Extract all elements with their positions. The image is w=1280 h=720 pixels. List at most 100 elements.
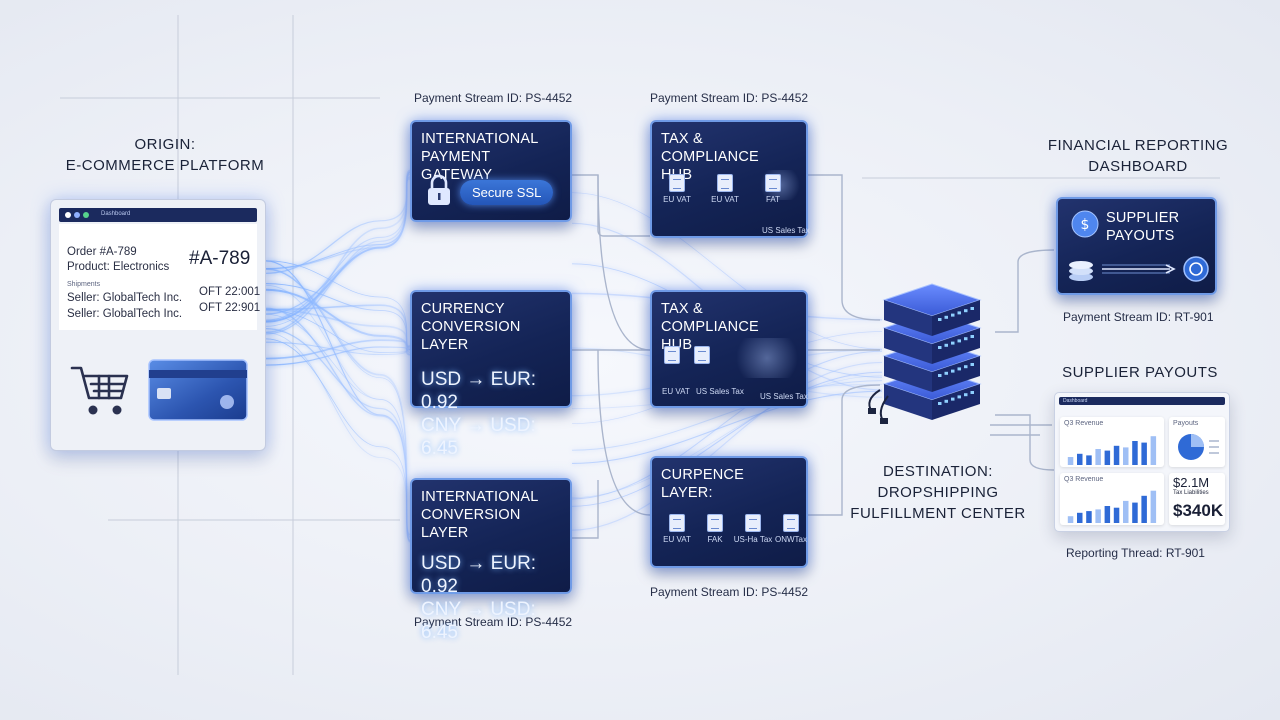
shopping-cart-icon — [70, 366, 129, 415]
node-title-line2: CONVERSION LAYER — [421, 507, 521, 541]
node-currency-conversion[interactable]: CURRENCY CONVERSION LAYER USD → EUR: 0.9… — [410, 290, 572, 459]
order-product: Product: Electronics — [67, 261, 170, 273]
node-title-line2: PAYMENT GATEWAY — [421, 149, 493, 183]
destination-heading: DESTINATION: DROPSHIPPING FULFILLMENT CE… — [848, 461, 1028, 524]
tax-doc-label: EU VAT — [663, 535, 691, 544]
arrow-right-icon — [1102, 264, 1176, 274]
stream-line — [265, 338, 411, 537]
refresh-icon — [745, 514, 761, 532]
stream-line — [265, 171, 411, 334]
data-streams — [265, 169, 883, 543]
node-tax-hub-2[interactable]: TAX & COMPLIANCE HUB EU VAT US Sales Tax… — [650, 290, 808, 408]
document-icon — [669, 174, 685, 192]
tax-doc-label: EU VAT — [662, 387, 690, 396]
origin-heading-line1: ORIGIN: — [134, 136, 196, 153]
destination-heading-line3: FULFILLMENT CENTER — [850, 505, 1026, 522]
seller-line-2: Seller: GlobalTech Inc. — [67, 308, 183, 320]
stream-line — [571, 192, 883, 350]
coin-stack-icon — [1069, 261, 1093, 281]
tax-doc-item: FAT — [756, 174, 790, 204]
chart-bar — [1132, 441, 1138, 465]
payouts-pie-chart — [1178, 434, 1219, 460]
node-supplier-payouts[interactable]: $ SUPPLIER PAYOUTS — [1056, 197, 1217, 295]
chart-bar — [1123, 500, 1129, 523]
checklist-icon — [694, 346, 710, 364]
chart-bar — [1141, 442, 1147, 465]
tax-doc-item: FAK — [698, 514, 732, 544]
destination-heading-line1: DESTINATION: — [883, 463, 993, 480]
origin-heading-line2: E-COMMERCE PLATFORM — [65, 157, 265, 174]
fx-rate-cny-usd: CNY → USD: 6.45 — [421, 599, 536, 643]
financial-heading-line1: FINANCIAL REPORTING — [1047, 137, 1229, 154]
tax-doc-label: EU VAT — [711, 195, 739, 204]
tax-doc-item: ONWTax — [774, 514, 808, 544]
origin-heading: ORIGIN: E-COMMERCE PLATFORM — [52, 134, 278, 176]
tax-doc-label: US Sales Tax — [760, 392, 808, 401]
tax-doc-item — [690, 346, 714, 364]
revenue-bar-chart — [1067, 436, 1157, 465]
chart-bar — [1104, 450, 1111, 465]
stream-line — [265, 178, 411, 270]
node-title-line1: CURRENCY — [421, 301, 505, 317]
node-payment-gateway[interactable]: INTERNATIONAL PAYMENT GATEWAY Secure SSL — [410, 120, 572, 222]
node-curpence-layer[interactable]: CURPENCE LAYER: EU VAT FAK US-Ha Tax ONW… — [650, 456, 808, 568]
node-title-line1: CURPENCE — [661, 467, 744, 483]
credit-card-icon — [148, 359, 248, 421]
chart-bar — [1150, 436, 1157, 465]
tax-doc-label: FAK — [707, 535, 723, 544]
chart-bar — [1141, 495, 1147, 523]
tax-doc-item: EU VAT — [660, 174, 694, 204]
seller-code-2: OFT 22:901 — [199, 302, 261, 314]
stream-line — [571, 371, 883, 507]
node-intl-conversion[interactable]: INTERNATIONAL CONVERSION LAYER USD → EUR… — [410, 478, 572, 643]
node-tax-hub-1[interactable]: TAX & COMPLIANCE HUB EU VAT EU VAT FAT U… — [650, 120, 810, 238]
stream-line — [265, 341, 411, 356]
tax-doc-item: US-Ha Tax — [733, 514, 773, 544]
stream-line — [265, 171, 411, 274]
shipments-header: Shipments — [67, 281, 101, 288]
node-title-line1: TAX & COMPLIANCE — [661, 301, 759, 335]
financial-heading-line2: DASHBOARD — [1088, 158, 1188, 175]
document-icon — [664, 346, 680, 364]
node-title-line1: INTERNATIONAL — [421, 131, 539, 147]
payment-token-icon — [1183, 256, 1209, 282]
chart-bar — [1077, 453, 1083, 465]
value-label: Tax Liabilities — [1173, 490, 1209, 496]
stream-label-top-mid: Payment Stream ID: PS-4452 — [650, 91, 809, 105]
secure-ssl-badge: Secure SSL — [460, 180, 554, 205]
node-title-line2: CONVERSION LAYER — [421, 319, 521, 353]
document-icon — [765, 174, 781, 192]
server-unit — [882, 283, 982, 336]
chart-bar — [1086, 455, 1092, 465]
tax-doc-item: EU VAT — [708, 174, 742, 204]
payout-coin-icon: $ — [1071, 210, 1099, 238]
destination-heading-line2: DROPSHIPPING — [877, 484, 999, 501]
stream-label-right-top: Payment Stream ID: RT-901 — [1063, 310, 1214, 324]
reporting-dashboard: Dashboard Q3 Revenue Payouts Q3 Revenue … — [1054, 392, 1230, 532]
stream-line — [265, 309, 411, 353]
document-icon — [717, 174, 733, 192]
supplier-payouts-heading: SUPPLIER PAYOUTS — [1062, 364, 1218, 381]
chart-bar — [1086, 511, 1092, 523]
order-number: Order #A-789 — [67, 246, 137, 258]
stream-line — [265, 313, 411, 539]
fx-rate-usd-eur: USD → EUR: 0.92 — [421, 369, 537, 413]
stream-line — [265, 307, 411, 543]
window-dot-icon — [65, 212, 71, 218]
fx-rate-usd-eur: USD → EUR: 0.92 — [421, 553, 537, 597]
server-stack-icon — [868, 283, 982, 424]
card-title: Q3 Revenue — [1064, 476, 1104, 483]
tax-doc-label: ONWTax — [775, 535, 807, 544]
order-id-large: #A-789 — [189, 248, 251, 269]
chart-bar — [1095, 509, 1101, 523]
origin-platform-window: Dashboard Order #A-789 Product: Electron… — [50, 199, 266, 451]
dashboard-card-tax: $2.1M Tax Liabilities $340K — [1169, 473, 1225, 525]
tax-doc-label: US-Ha Tax — [733, 535, 773, 544]
tax-doc-label: FAT — [765, 195, 781, 204]
tax-doc-item: EU VAT — [660, 514, 694, 544]
tax-doc-item — [660, 346, 684, 364]
node-title-line2: LAYER: — [661, 485, 713, 501]
stream-line — [265, 260, 411, 541]
dashboard-card-payouts: Payouts — [1169, 417, 1225, 467]
